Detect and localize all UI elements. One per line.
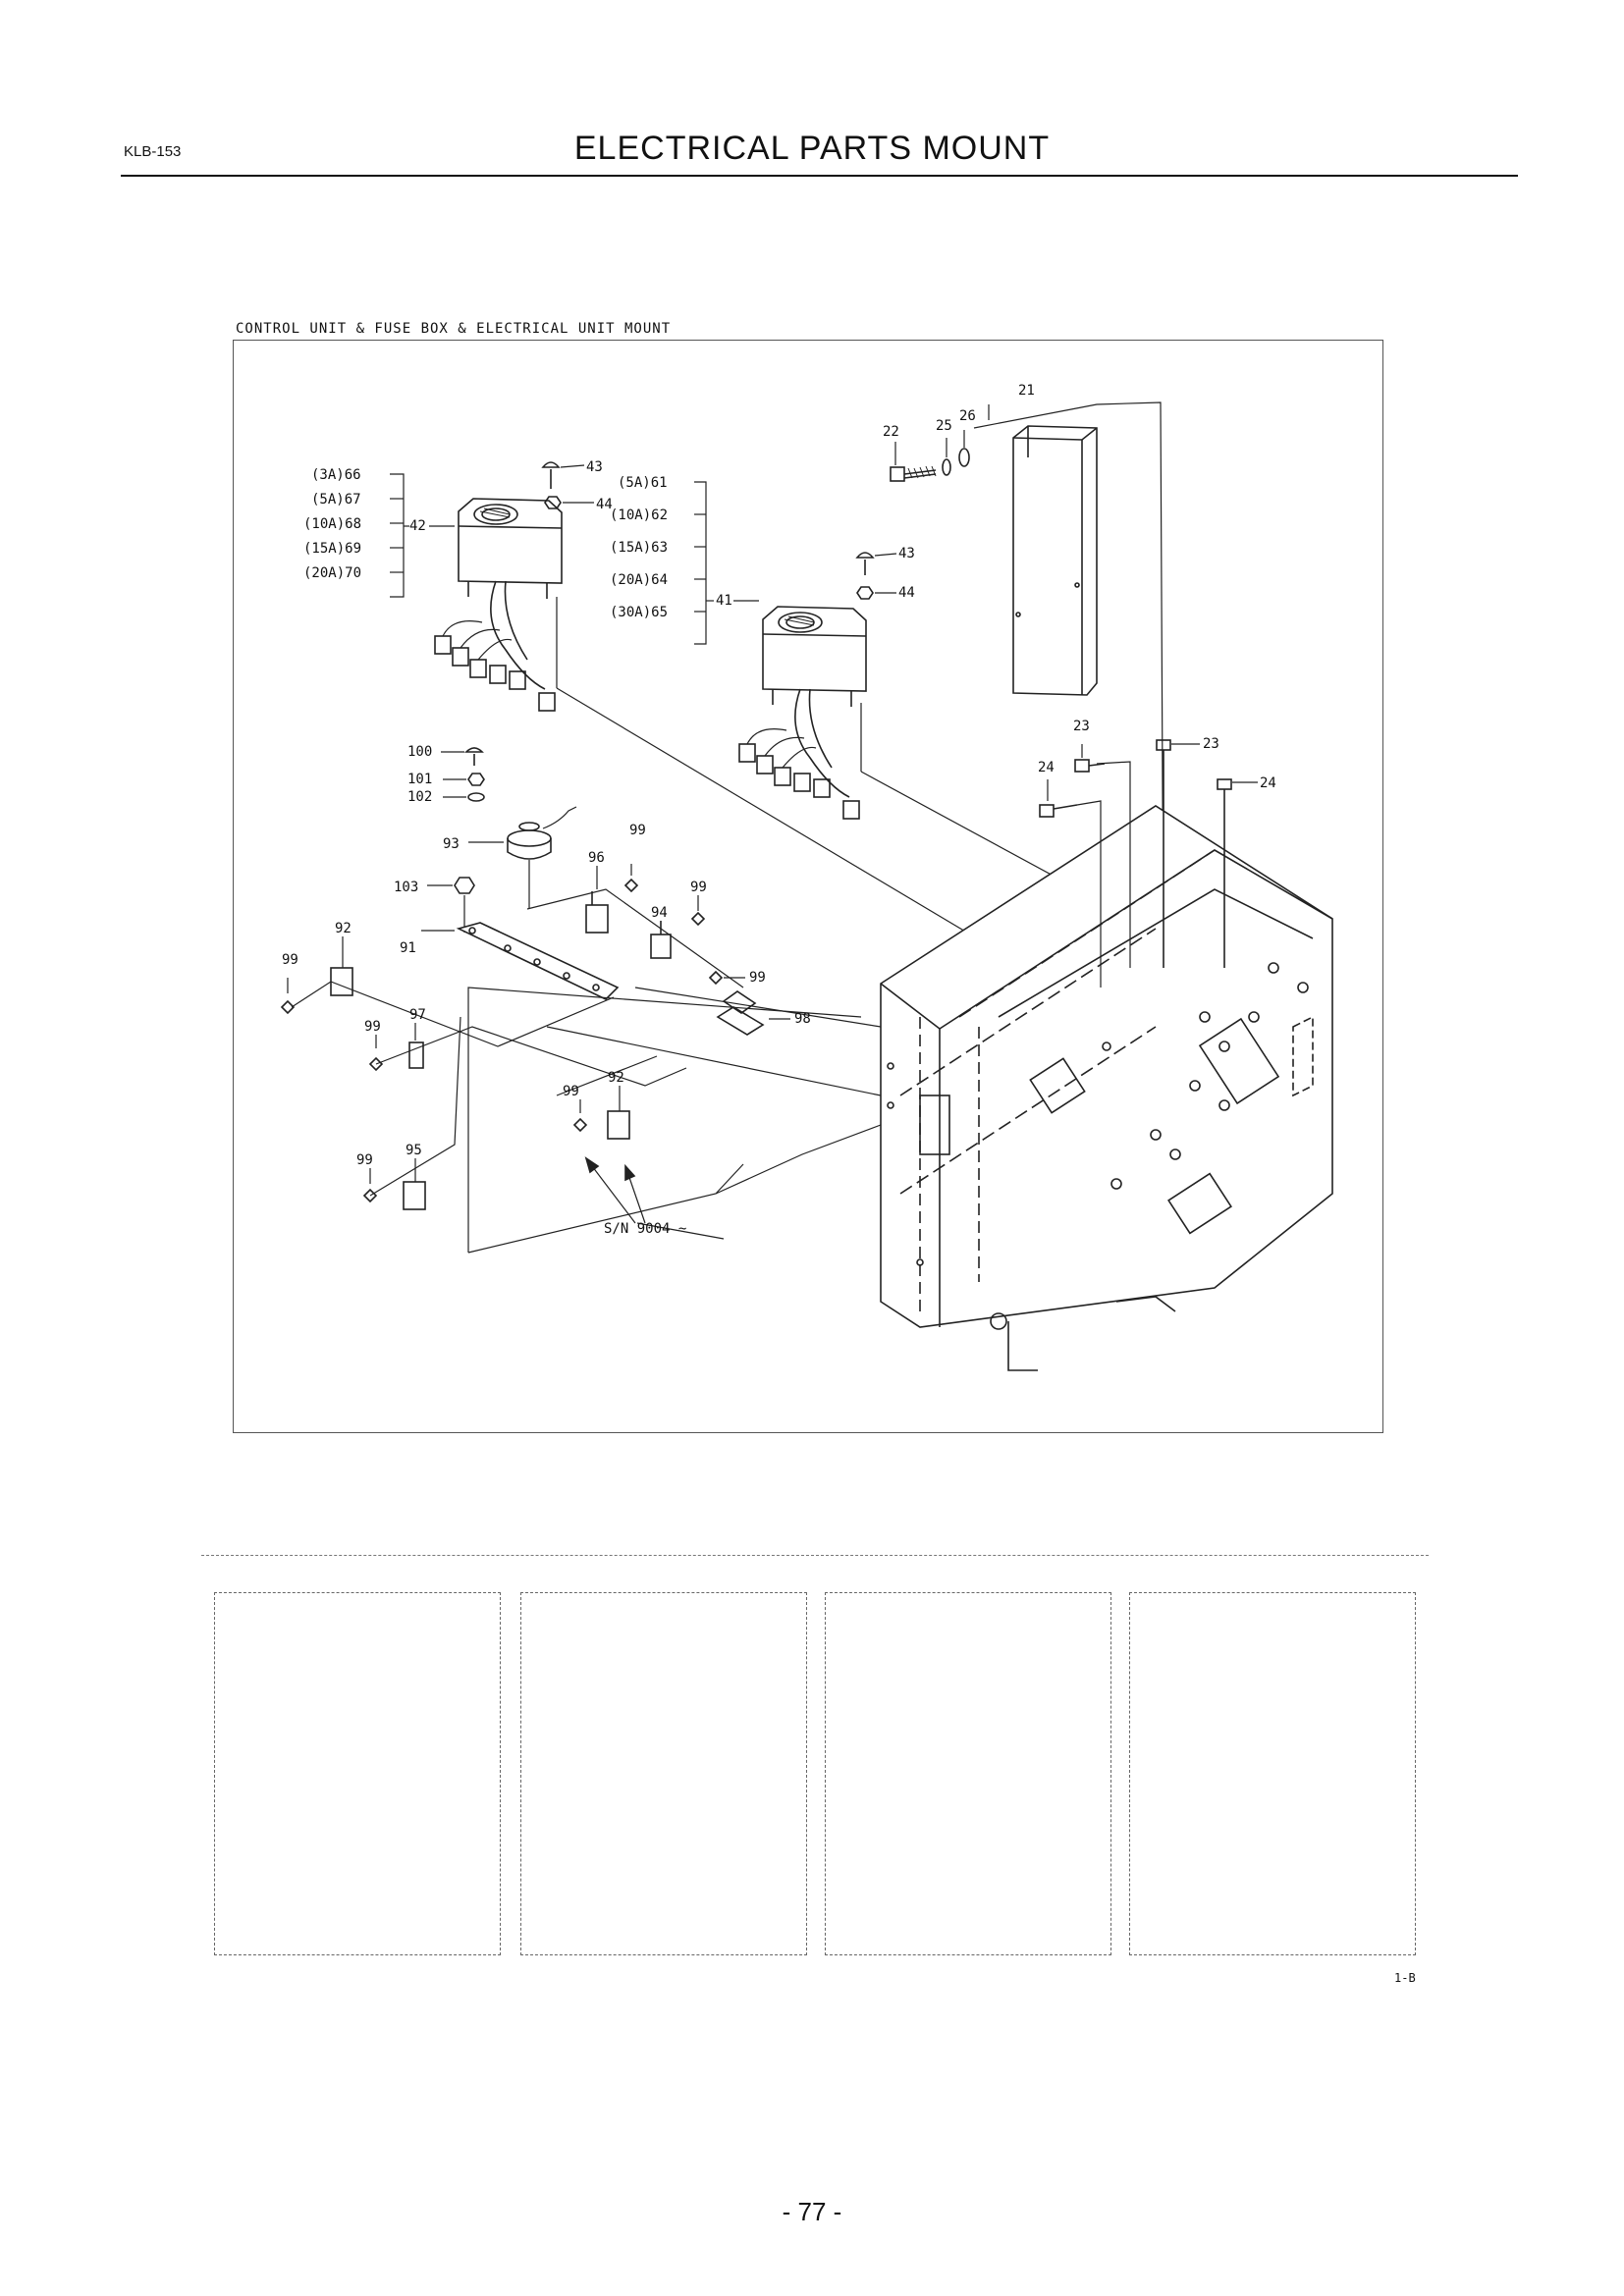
callout-fuse-65: (30A)65 — [610, 605, 668, 620]
callout-25: 25 — [936, 418, 952, 434]
callout-99-95: 99 — [356, 1152, 373, 1168]
page-title: ELECTRICAL PARTS MOUNT — [573, 130, 1051, 167]
figure-caption: CONTROL UNIT & FUSE BOX & ELECTRICAL UNI… — [236, 321, 672, 337]
callout-97: 97 — [409, 1007, 426, 1023]
callout-fuse-61: (5A)61 — [618, 475, 668, 491]
callout-23: 23 — [1073, 719, 1090, 734]
electrical-unit-frame — [880, 805, 1333, 1371]
relay-part-92 — [280, 936, 353, 1015]
callout-44: 44 — [596, 497, 613, 512]
relay-part-95 — [362, 1158, 426, 1210]
screw-part-100 — [441, 747, 484, 766]
serial-note: S/N 9004 ~ — [604, 1221, 686, 1237]
callout-95: 95 — [406, 1143, 422, 1158]
relay-part-94 — [650, 895, 706, 959]
relay-part-96 — [585, 866, 609, 934]
callout-fuse-70: (20A)70 — [303, 565, 361, 581]
page-number: - 77 - — [782, 2197, 842, 2226]
legend-box-4 — [1129, 1592, 1416, 1955]
nut-part-101 — [443, 773, 485, 786]
callout-fuse-62: (10A)62 — [610, 507, 668, 523]
nut-part-44 — [544, 496, 594, 509]
callout-21: 21 — [1018, 383, 1035, 399]
callout-99-97: 99 — [364, 1019, 381, 1035]
callout-22: 22 — [883, 424, 899, 440]
callout-42: 42 — [409, 518, 426, 534]
callout-91: 91 — [400, 940, 416, 956]
header-rule — [121, 175, 1518, 177]
exploded-parts-diagram: 21 22 25 26 43 44 43 44 42 41 (3A)66 (5A… — [280, 383, 1333, 1371]
legend-box-2 — [520, 1592, 807, 1955]
callout-99-left: 99 — [282, 952, 298, 968]
figure-frame — [233, 340, 1383, 1433]
callout-100: 100 — [407, 744, 432, 760]
callout-43: 43 — [586, 459, 603, 475]
page-code: KLB-153 — [124, 143, 182, 160]
washer-part-25 — [942, 438, 951, 476]
callout-26: 26 — [959, 408, 976, 424]
relay-part-97 — [368, 1023, 424, 1072]
callout-fuse-68: (10A)68 — [303, 516, 361, 532]
fuse-box-part-42 — [434, 498, 563, 712]
callout-98: 98 — [794, 1011, 811, 1027]
callout-103: 103 — [394, 880, 418, 895]
nut-part-103 — [427, 877, 475, 933]
screw-part-43-right — [855, 552, 897, 575]
callout-fuse-67: (5A)67 — [311, 492, 361, 507]
callout-99-top: 99 — [629, 823, 646, 838]
relay-part-92-lower — [572, 1086, 630, 1140]
callout-93: 93 — [443, 836, 460, 852]
callout-23-right: 23 — [1203, 736, 1219, 752]
callout-41: 41 — [716, 593, 732, 609]
fuse-box-part-41 — [738, 606, 867, 820]
callout-94: 94 — [651, 905, 668, 921]
sheet-code: 1-B — [1394, 1971, 1416, 1985]
legend-box-3 — [825, 1592, 1111, 1955]
bolt-part-24 — [1039, 779, 1102, 988]
callout-24: 24 — [1038, 760, 1055, 775]
washer-part-102 — [443, 792, 485, 802]
legend-divider — [201, 1555, 1429, 1556]
buzzer-part-93 — [468, 806, 577, 909]
bolt-part-22 — [890, 442, 937, 482]
washer-part-26 — [958, 430, 970, 467]
bolt-part-24-right — [1217, 778, 1258, 968]
callout-92: 92 — [335, 921, 352, 936]
legend-box-1 — [214, 1592, 501, 1955]
nut-part-44-right — [856, 586, 896, 600]
callout-43-right: 43 — [898, 546, 915, 561]
screw-part-99 — [623, 864, 639, 893]
control-unit-part-21 — [1012, 425, 1098, 696]
callout-44-right: 44 — [898, 585, 915, 601]
callout-fuse-63: (15A)63 — [610, 540, 668, 556]
callout-fuse-66: (3A)66 — [311, 467, 361, 483]
callout-101: 101 — [407, 772, 432, 787]
connector-part-98 — [708, 970, 790, 1036]
callout-fuse-69: (15A)69 — [303, 541, 361, 557]
callout-92-lower: 92 — [608, 1070, 624, 1086]
callout-fuse-64: (20A)64 — [610, 572, 668, 588]
bolt-part-23-left — [1074, 744, 1131, 968]
callout-24-right: 24 — [1260, 775, 1276, 791]
callout-99-mid: 99 — [690, 880, 707, 895]
callout-99-98: 99 — [749, 970, 766, 986]
bolt-part-23 — [1156, 739, 1200, 968]
callout-102: 102 — [407, 789, 432, 805]
callout-99-lower: 99 — [563, 1084, 579, 1099]
screw-part-43 — [541, 461, 585, 489]
relay-bracket-part-91 — [421, 922, 620, 1000]
callout-96: 96 — [588, 850, 605, 866]
